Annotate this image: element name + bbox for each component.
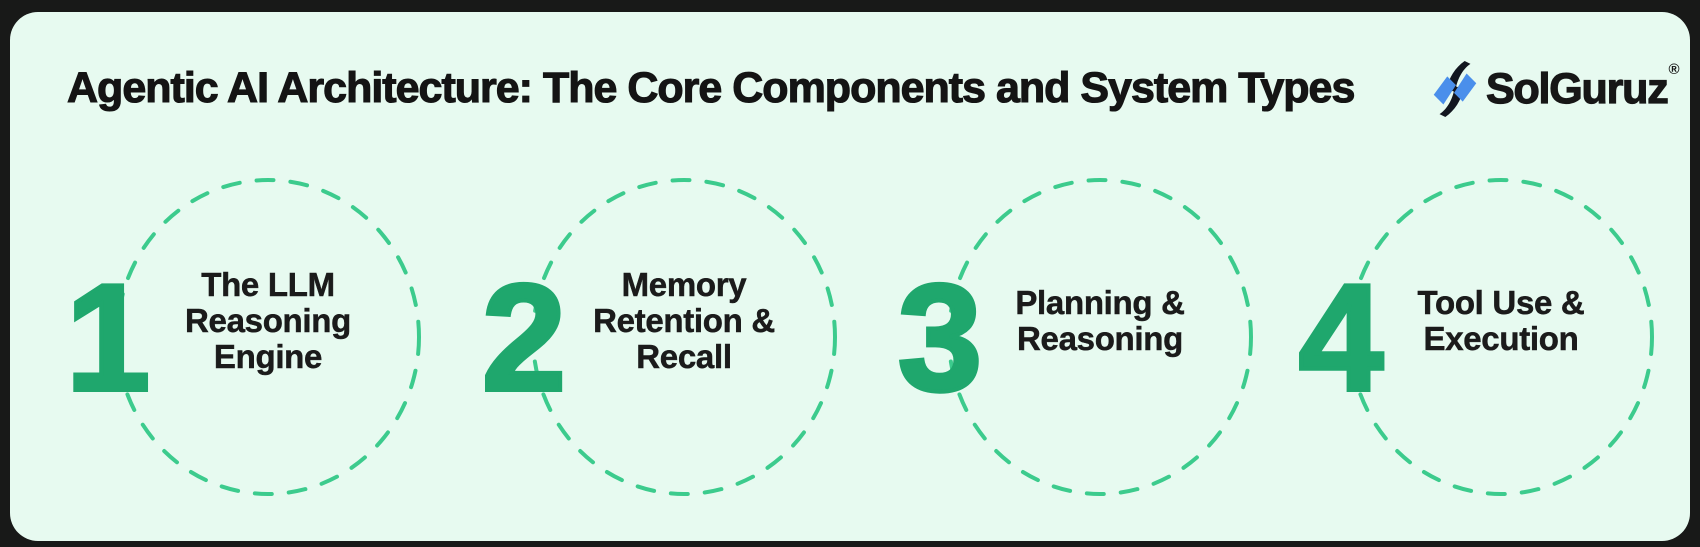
step-label: Memory Retention & Recall [593, 265, 776, 376]
component-3: 3 Planning & Reasoning [896, 178, 1260, 498]
page-title: Agentic AI Architecture: The Core Compon… [66, 63, 1355, 112]
component-1: 1 The LLM Reasoning Engine [64, 178, 428, 498]
component-4: 4 Tool Use & Execution [1297, 178, 1661, 498]
dashed-circle-icon [1348, 178, 1654, 496]
step-number: 1 [64, 253, 153, 423]
brand-logo: SolGuruz ® [1426, 60, 1680, 118]
component-2: 2 Memory Retention & Recall [480, 178, 844, 498]
infographic-card: Agentic AI Architecture: The Core Compon… [10, 12, 1690, 541]
dashed-circle-icon [115, 178, 421, 496]
dashed-circle-icon [531, 178, 837, 496]
step-number: 2 [480, 253, 569, 423]
step-label: Planning & Reasoning [1015, 283, 1185, 357]
brand-name: SolGuruz [1485, 64, 1669, 113]
solguruz-logomark-icon [1433, 60, 1477, 118]
step-label: Tool Use & Execution [1417, 283, 1585, 357]
step-label: The LLM Reasoning Engine [185, 265, 352, 376]
registered-trademark: ® [1668, 61, 1680, 78]
step-number: 3 [896, 253, 985, 423]
dashed-circle-icon [947, 178, 1253, 496]
step-number: 4 [1297, 253, 1386, 423]
